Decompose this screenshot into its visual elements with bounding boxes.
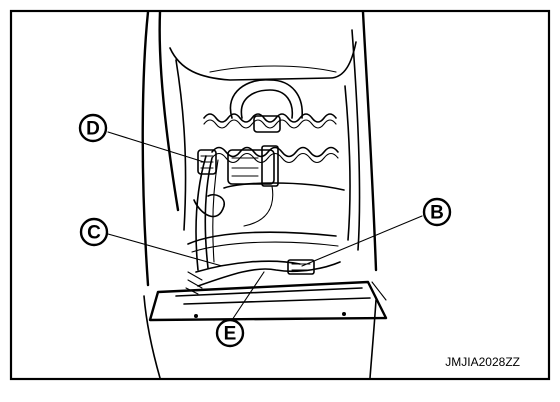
figure-code: JMJIA2028ZZ [445, 355, 520, 369]
callout-c: C [79, 217, 109, 247]
callout-d-label: D [86, 119, 100, 140]
callout-c-label: C [87, 223, 101, 244]
callout-b: B [422, 197, 452, 227]
leader-lines [107, 131, 423, 321]
callout-e: E [215, 318, 245, 348]
callout-b-label: B [430, 203, 444, 224]
seat-spring-wires [203, 113, 345, 191]
connector-d-body [197, 149, 217, 175]
seat-frame-loop [229, 79, 303, 133]
figure-frame [9, 9, 551, 381]
callout-e-label: E [224, 324, 237, 345]
cushion-frame [143, 271, 388, 379]
seatback-outline [141, 10, 378, 287]
wiring-harness [187, 155, 341, 287]
callout-d: D [78, 113, 108, 143]
seat-control-unit [227, 145, 279, 187]
